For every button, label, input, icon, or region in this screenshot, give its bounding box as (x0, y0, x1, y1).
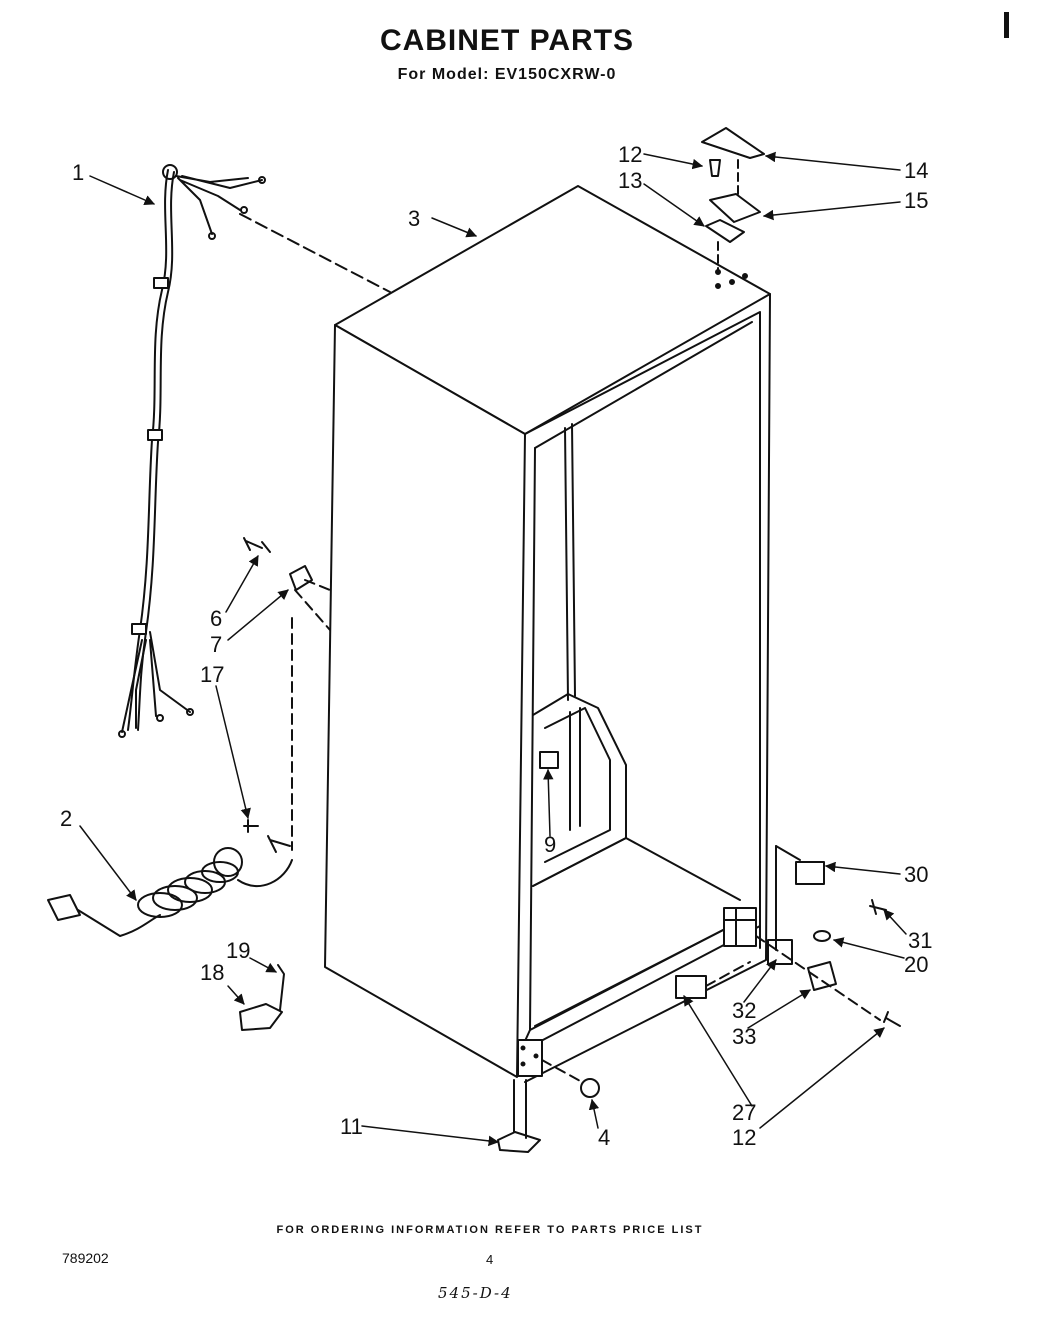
callout-1: 1 (72, 160, 84, 185)
callout-19: 19 (226, 938, 250, 963)
callout-12-bottom: 12 (732, 1125, 756, 1150)
page-title: CABINET PARTS (379, 24, 635, 57)
callout-33: 33 (732, 1024, 756, 1049)
callout-31: 31 (908, 928, 932, 953)
ordering-note: FOR ORDERING INFORMATION REFER TO PARTS … (276, 1224, 704, 1236)
cabinet-body (324, 185, 771, 1083)
handwritten-code: 545-D-4 (438, 1284, 513, 1302)
callout-4: 4 (598, 1125, 610, 1150)
callout-27: 27 (732, 1100, 756, 1125)
callout-2: 2 (60, 806, 72, 831)
callout-17: 17 (200, 662, 224, 687)
drawing-number: 789202 (62, 1250, 109, 1266)
callout-20: 20 (904, 952, 928, 977)
callout-3: 3 (408, 206, 420, 231)
callout-13: 13 (618, 168, 642, 193)
callout-15: 15 (904, 188, 928, 213)
corner-registration-mark (1004, 12, 1009, 38)
callout-32: 32 (732, 998, 756, 1023)
small-hardware-parts (239, 127, 901, 1153)
callout-12-top: 12 (618, 142, 642, 167)
callout-30: 30 (904, 862, 928, 887)
callout-labels: 1 2 3 4 6 7 9 11 12 13 14 15 17 18 19 20… (60, 142, 932, 1150)
model-subtitle: For Model: EV150CXRW-0 (397, 66, 617, 83)
callout-7: 7 (210, 632, 222, 657)
callout-6: 6 (210, 606, 222, 631)
callout-11: 11 (340, 1114, 363, 1139)
callout-14: 14 (904, 158, 928, 183)
callout-9: 9 (544, 832, 556, 857)
power-cord (47, 847, 293, 937)
page-number: 4 (486, 1252, 494, 1267)
callout-leaders (79, 151, 907, 1147)
callout-18: 18 (200, 960, 224, 985)
wire-harness (118, 164, 266, 738)
